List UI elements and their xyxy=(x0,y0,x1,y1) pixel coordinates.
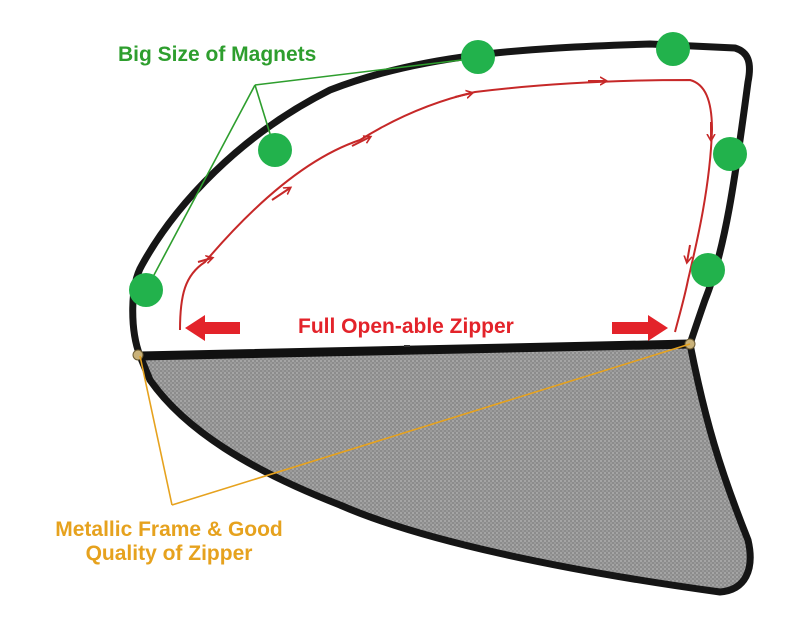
zipper-rail xyxy=(135,339,695,361)
metal-clip-left xyxy=(132,349,144,361)
magnet-leader-lines xyxy=(145,57,479,291)
magnet-dot-2 xyxy=(258,133,292,167)
zipper-arrow-1 xyxy=(197,258,212,262)
magnet-dot-4 xyxy=(656,32,690,66)
zipper-arrow-2 xyxy=(271,188,290,201)
left-arrow-icon xyxy=(185,315,240,341)
zipper-arrow-3 xyxy=(351,137,370,147)
magnets-label: Big Size of Magnets xyxy=(118,43,317,66)
magnet-dot-6 xyxy=(691,253,725,287)
zipper-arrow-4 xyxy=(454,93,472,97)
right-arrow-icon xyxy=(612,315,668,341)
frame-label: Metallic Frame & Good Quality of Zipper xyxy=(34,518,304,566)
magnet-dot-3 xyxy=(461,40,495,74)
zipper-pull xyxy=(404,345,410,347)
frame-label-line-1: Metallic Frame & Good xyxy=(55,518,283,541)
mesh-panel xyxy=(136,340,754,596)
outer-frame xyxy=(129,40,753,360)
frame-leader-lines xyxy=(139,343,691,506)
magnet-dot-5 xyxy=(713,137,747,171)
magnet-dot-1 xyxy=(129,273,163,307)
zipper-label: Full Open-able Zipper xyxy=(298,315,514,338)
zipper-arrow-7 xyxy=(687,244,690,262)
zipper-path-line xyxy=(179,78,714,333)
frame-label-line-2: Quality of Zipper xyxy=(85,542,253,566)
